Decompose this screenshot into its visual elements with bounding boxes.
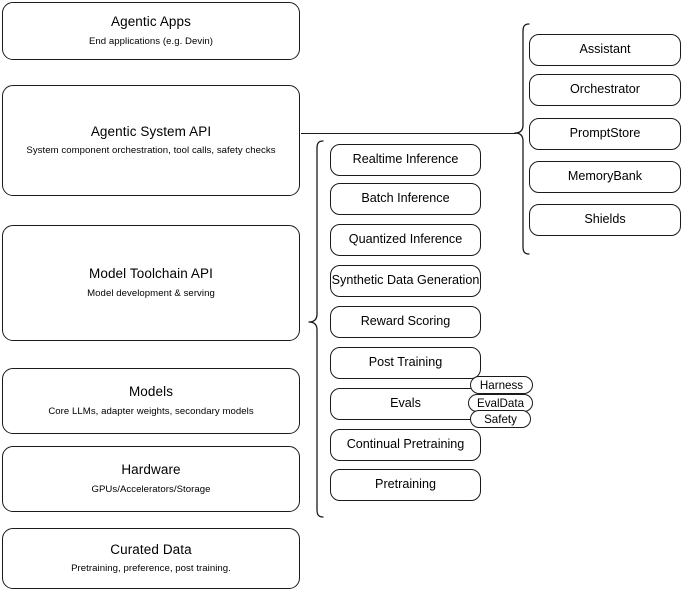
system-component-box-orchestrator[interactable]: Orchestrator [529,74,681,106]
capability-label: Reward Scoring [360,314,451,329]
layer-title: Hardware [121,462,181,478]
capability-box-quantized-inference[interactable]: Quantized Inference [330,224,481,256]
system-component-label: Assistant [579,42,631,57]
capability-label: Evals [390,396,421,411]
brace-system-components [514,23,530,255]
layer-subtitle: Model development & serving [87,287,215,299]
layer-subtitle: End applications (e.g. Devin) [88,35,214,47]
capability-box-evals[interactable]: Evals [330,388,481,420]
system-component-label: Shields [584,212,626,227]
layer-subtitle: GPUs/Accelerators/Storage [91,483,211,495]
capability-label: Continual Pretraining [346,437,465,452]
capability-box-pretraining[interactable]: Pretraining [330,469,481,501]
layer-card-agentic-apps[interactable]: Agentic Apps End applications (e.g. Devi… [2,2,300,60]
capability-box-post-training[interactable]: Post Training [330,347,481,379]
capability-label: Quantized Inference [348,232,463,247]
layer-subtitle: Pretraining, preference, post training. [71,563,231,575]
system-component-box-shields[interactable]: Shields [529,204,681,236]
system-component-label: PromptStore [569,126,641,141]
evals-pill-label: Safety [484,412,517,426]
capability-label: Synthetic Data Generation [331,273,480,288]
layer-title: Models [128,384,174,400]
capability-box-realtime-inference[interactable]: Realtime Inference [330,144,481,176]
layer-card-curated-data[interactable]: Curated Data Pretraining, preference, po… [2,528,300,589]
layer-card-models[interactable]: Models Core LLMs, adapter weights, secon… [2,368,300,434]
capability-box-batch-inference[interactable]: Batch Inference [330,183,481,215]
evals-pill-safety[interactable]: Safety [470,410,531,428]
layer-title: Agentic Apps [110,14,191,30]
layer-title: Curated Data [110,541,192,557]
layer-subtitle: Core LLMs, adapter weights, secondary mo… [48,405,254,417]
capability-box-reward-scoring[interactable]: Reward Scoring [330,306,481,338]
brace-toolchain-capabilities [308,140,324,518]
layer-card-hardware[interactable]: Hardware GPUs/Accelerators/Storage [2,446,300,512]
layer-title: Agentic System API [90,123,212,139]
system-component-box-assistant[interactable]: Assistant [529,34,681,66]
evals-pill-harness[interactable]: Harness [470,376,533,394]
capability-label: Pretraining [375,477,436,492]
system-component-box-memorybank[interactable]: MemoryBank [529,161,681,193]
capability-label: Post Training [368,355,443,370]
capability-label: Batch Inference [361,191,450,206]
connector-line-system-api-to-components [301,132,516,134]
capability-box-synthetic-data-generation[interactable]: Synthetic Data Generation [330,265,481,297]
system-component-label: Orchestrator [570,82,640,97]
system-component-label: MemoryBank [567,169,643,184]
layer-card-agentic-system-api[interactable]: Agentic System API System component orch… [2,85,300,196]
capability-label: Realtime Inference [352,152,459,167]
capability-box-continual-pretraining[interactable]: Continual Pretraining [330,429,481,461]
evals-pill-label: EvalData [476,396,525,410]
layer-title: Model Toolchain API [89,266,213,282]
evals-pill-label: Harness [479,378,524,392]
system-component-box-promptstore[interactable]: PromptStore [529,118,681,150]
layer-card-model-toolchain-api[interactable]: Model Toolchain API Model development & … [2,225,300,341]
layer-subtitle: System component orchestration, tool cal… [26,145,276,157]
